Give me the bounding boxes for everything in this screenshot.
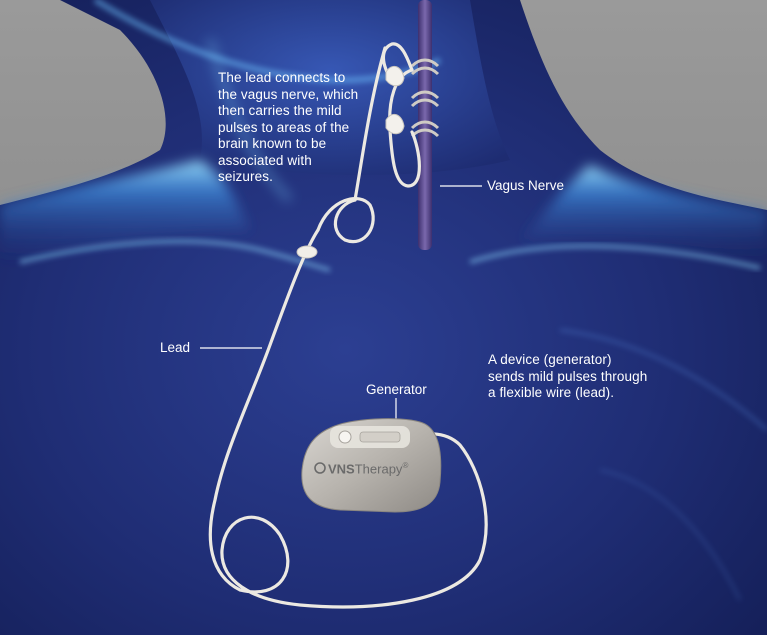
lead-label: Lead	[160, 340, 190, 355]
brand-suffix: Therapy	[355, 461, 403, 476]
brand-mark: ®	[402, 461, 408, 470]
brand-prefix: VNS	[328, 461, 355, 476]
vagus-nerve-label: Vagus Nerve	[487, 178, 564, 193]
vagus-caption: The lead connects to the vagus nerve, wh…	[218, 70, 358, 186]
lead-anchor	[297, 246, 317, 258]
vagus-nerve	[418, 0, 432, 250]
brand-logo: VNSTherapy®	[328, 461, 408, 476]
generator-label: Generator	[366, 382, 427, 397]
device-caption: A device (generator) sends mild pulses t…	[488, 352, 647, 402]
